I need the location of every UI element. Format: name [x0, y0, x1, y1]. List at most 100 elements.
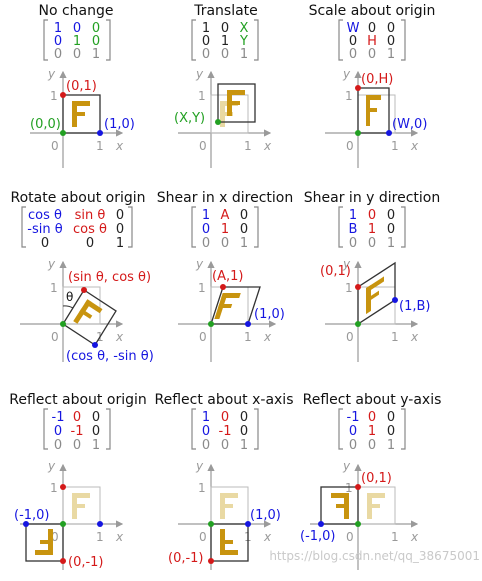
matrix-cell: 0 [387, 222, 395, 237]
tick-1-y: 1 [345, 481, 353, 495]
matrix-cell: 1 [240, 47, 248, 62]
f-glyph [35, 529, 53, 555]
matrix-cell: 0 [368, 236, 376, 251]
matrix-brackets [43, 19, 111, 61]
coord-label: (sin θ, cos θ) [68, 270, 151, 285]
rotated-square [62, 289, 117, 346]
panel-no-change: No change 1 0 0 0 1 0 0 0 1 y x 1 1 0 [30, 3, 135, 168]
y-axis-label: y [342, 67, 351, 81]
matrix-cell: -1 [347, 410, 360, 425]
matrix-cell: 1 [73, 34, 81, 49]
matrix-cell: 0 [240, 222, 248, 237]
reflected-square [210, 523, 249, 562]
matrix: cos θ sin θ 0 -sin θ cos θ 0 0 0 1 [21, 206, 133, 251]
coord-label: (1,0) [254, 307, 285, 322]
coord-label: (1,0) [250, 508, 281, 523]
matrix-cell: 0 [202, 34, 210, 49]
matrix-cell: 0 [54, 34, 62, 49]
matrix-cell: 1 [387, 236, 395, 251]
tick-0: 0 [51, 530, 59, 544]
reflected-square [320, 486, 359, 525]
y-axis-label: y [47, 67, 56, 81]
matrix-cell: 0 [116, 208, 124, 223]
coord-label: (0,-1) [168, 551, 204, 566]
matrix-cell: B [349, 222, 358, 237]
y-axis-label: y [342, 459, 351, 473]
panel-title: Shear in y direction [304, 190, 440, 206]
matrix-cell: 0 [387, 208, 395, 223]
matrix-cell: 0 [368, 438, 376, 453]
matrix-cell: 0 [73, 47, 81, 62]
coord-label: (0,1) [361, 471, 392, 486]
matrix: 1 0 0 B 1 0 0 0 1 [338, 206, 406, 251]
matrix-cell: 0 [116, 222, 124, 237]
unit-square [62, 94, 101, 134]
matrix-cell: 0 [240, 208, 248, 223]
y-axis-label: y [47, 257, 56, 271]
panel-title: Reflect about y-axis [303, 392, 442, 408]
matrix-cell: 0 [387, 410, 395, 425]
matrix: 1 0 X 0 1 Y 0 0 1 [191, 19, 259, 62]
tick-1-y: 1 [50, 89, 58, 103]
tick-0: 0 [346, 139, 354, 153]
angle-label: θ [66, 290, 73, 304]
matrix-cell: X [240, 21, 249, 36]
panel-reflect-origin: Reflect about origin -1 0 0 0 -1 0 0 0 1… [9, 392, 147, 570]
tick-1-y: 1 [345, 281, 353, 295]
y-axis-label: y [47, 459, 56, 473]
x-axis-label: x [115, 139, 124, 153]
matrix-cell: sin θ [75, 208, 106, 223]
coord-label: (0,0) [30, 117, 61, 132]
panel-rotate: Rotate about origin cos θ sin θ 0 -sin θ… [11, 190, 154, 364]
coord-label: (-1,0) [14, 508, 50, 523]
matrix-cell: 0 [221, 21, 229, 36]
matrix-cell: 1 [54, 21, 62, 36]
matrix: 1 A 0 0 1 0 0 0 1 [191, 206, 259, 251]
matrix-cell: 1 [221, 34, 229, 49]
matrix-cell: 1 [240, 438, 248, 453]
matrix-cell: 0 [240, 424, 248, 439]
matrix: 1 0 0 0 -1 0 0 0 1 [191, 408, 259, 453]
matrix-cell: 1 [387, 438, 395, 453]
tick-1-x: 1 [96, 139, 104, 153]
watermark: https://blog.csdn.net/qq_38675001 [269, 549, 480, 563]
tick-1-y: 1 [198, 89, 206, 103]
panel-title: Reflect about x-axis [154, 392, 293, 408]
matrix-cell: 0 [221, 236, 229, 251]
matrix-cell: -1 [52, 410, 65, 425]
sheared-square [357, 261, 396, 326]
matrix-cell: 0 [202, 236, 210, 251]
matrix-cell: -1 [219, 424, 232, 439]
matrix-cell: H [367, 34, 377, 49]
f-glyph [73, 299, 103, 324]
matrix: -1 0 0 0 -1 0 0 0 1 [43, 408, 111, 453]
y-axis-label: y [195, 257, 204, 271]
matrix-cell: 0 [54, 438, 62, 453]
reflected-square [25, 523, 64, 562]
matrix-cell: -1 [71, 424, 84, 439]
coord-label: (-1,0) [300, 529, 336, 544]
coord-label: (0,H) [361, 72, 393, 87]
matrix-cell: 0 [86, 236, 94, 251]
matrix-cell: 0 [54, 424, 62, 439]
tick-1-x: 1 [391, 139, 399, 153]
sheared-square [210, 286, 261, 325]
y-axis-label: y [195, 459, 204, 473]
tick-0: 0 [199, 330, 207, 344]
matrix: W 0 0 0 H 0 0 0 1 [338, 19, 406, 62]
y-axis-label: y [342, 257, 351, 271]
matrix-cell: 1 [387, 47, 395, 62]
panel-translate: Translate 1 0 X 0 1 Y 0 0 1 y x 1 1 0 [174, 3, 272, 168]
matrix-cell: 1 [202, 410, 210, 425]
matrix-cell: 0 [221, 438, 229, 453]
tick-1-x: 1 [391, 330, 399, 344]
matrix-cell: 0 [349, 424, 357, 439]
f-glyph [72, 101, 90, 127]
matrix-cell: W [347, 21, 360, 36]
f-glyph [220, 529, 238, 555]
x-axis-label: x [115, 530, 124, 544]
f-glyph [366, 276, 384, 315]
matrix-cell: -sin θ [27, 222, 62, 237]
matrix-cell: 0 [387, 21, 395, 36]
matrix-cell: 1 [116, 236, 124, 251]
